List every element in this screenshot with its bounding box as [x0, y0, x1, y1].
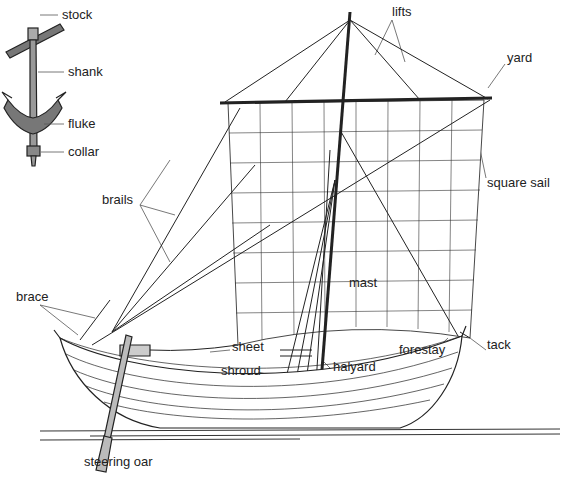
anchor-part: [28, 28, 38, 40]
rigging-part: [316, 150, 330, 385]
square-sail: [228, 100, 484, 345]
leader-lines-part: [140, 160, 175, 262]
rigging-part: [280, 350, 312, 356]
water-part: [40, 429, 560, 431]
steering-oar: [96, 335, 132, 472]
part-label: stock: [62, 8, 92, 22]
rigging-part: [112, 108, 270, 332]
leader-lines-part: [44, 124, 64, 125]
part-label: steering oar: [84, 455, 153, 469]
leader-lines-part: [470, 338, 486, 350]
part-label: square sail: [487, 176, 550, 190]
part-label: brails: [102, 193, 133, 207]
anchor-part: [27, 146, 40, 156]
hull-part: [54, 326, 466, 338]
water-part: [90, 434, 560, 436]
part-label: shank: [68, 65, 103, 79]
rigging-part: [80, 300, 110, 340]
part-label: forestay: [399, 343, 445, 357]
rigging-part: [340, 130, 458, 336]
anchor-part: [31, 156, 36, 166]
anchor-part: [4, 100, 62, 134]
part-label: lifts: [392, 5, 412, 19]
leader-lines: [38, 15, 505, 378]
anchor: [2, 24, 66, 166]
leader-lines-part: [488, 64, 505, 88]
part-label: yard: [507, 51, 532, 65]
rigging-part: [286, 180, 335, 381]
rigging-part: [92, 100, 490, 345]
leader-lines-part: [210, 350, 230, 352]
rigging-part: [320, 12, 350, 395]
leader-lines-part: [38, 72, 64, 73]
square-sail-part: [229, 100, 482, 340]
rigging-part: [220, 98, 492, 103]
water-part: [40, 439, 300, 440]
leader-lines-part: [375, 20, 405, 62]
steering-oar-part: [104, 335, 132, 440]
part-label: fluke: [68, 117, 95, 131]
part-label: tack: [487, 338, 511, 352]
part-label: sheet: [232, 340, 264, 354]
part-label: mast: [349, 276, 377, 290]
part-label: brace: [16, 290, 49, 304]
anchor-part: [2, 92, 66, 100]
leader-lines-part: [41, 152, 64, 153]
square-sail-part: [228, 100, 484, 345]
water: [40, 429, 560, 440]
rigging: [80, 12, 492, 395]
part-label: collar: [68, 145, 99, 159]
part-label: halyard: [333, 360, 376, 374]
rigging-part: [225, 20, 488, 102]
rigging-part: [150, 345, 238, 350]
part-label: shroud: [221, 364, 261, 378]
leader-lines-part: [40, 15, 58, 16]
